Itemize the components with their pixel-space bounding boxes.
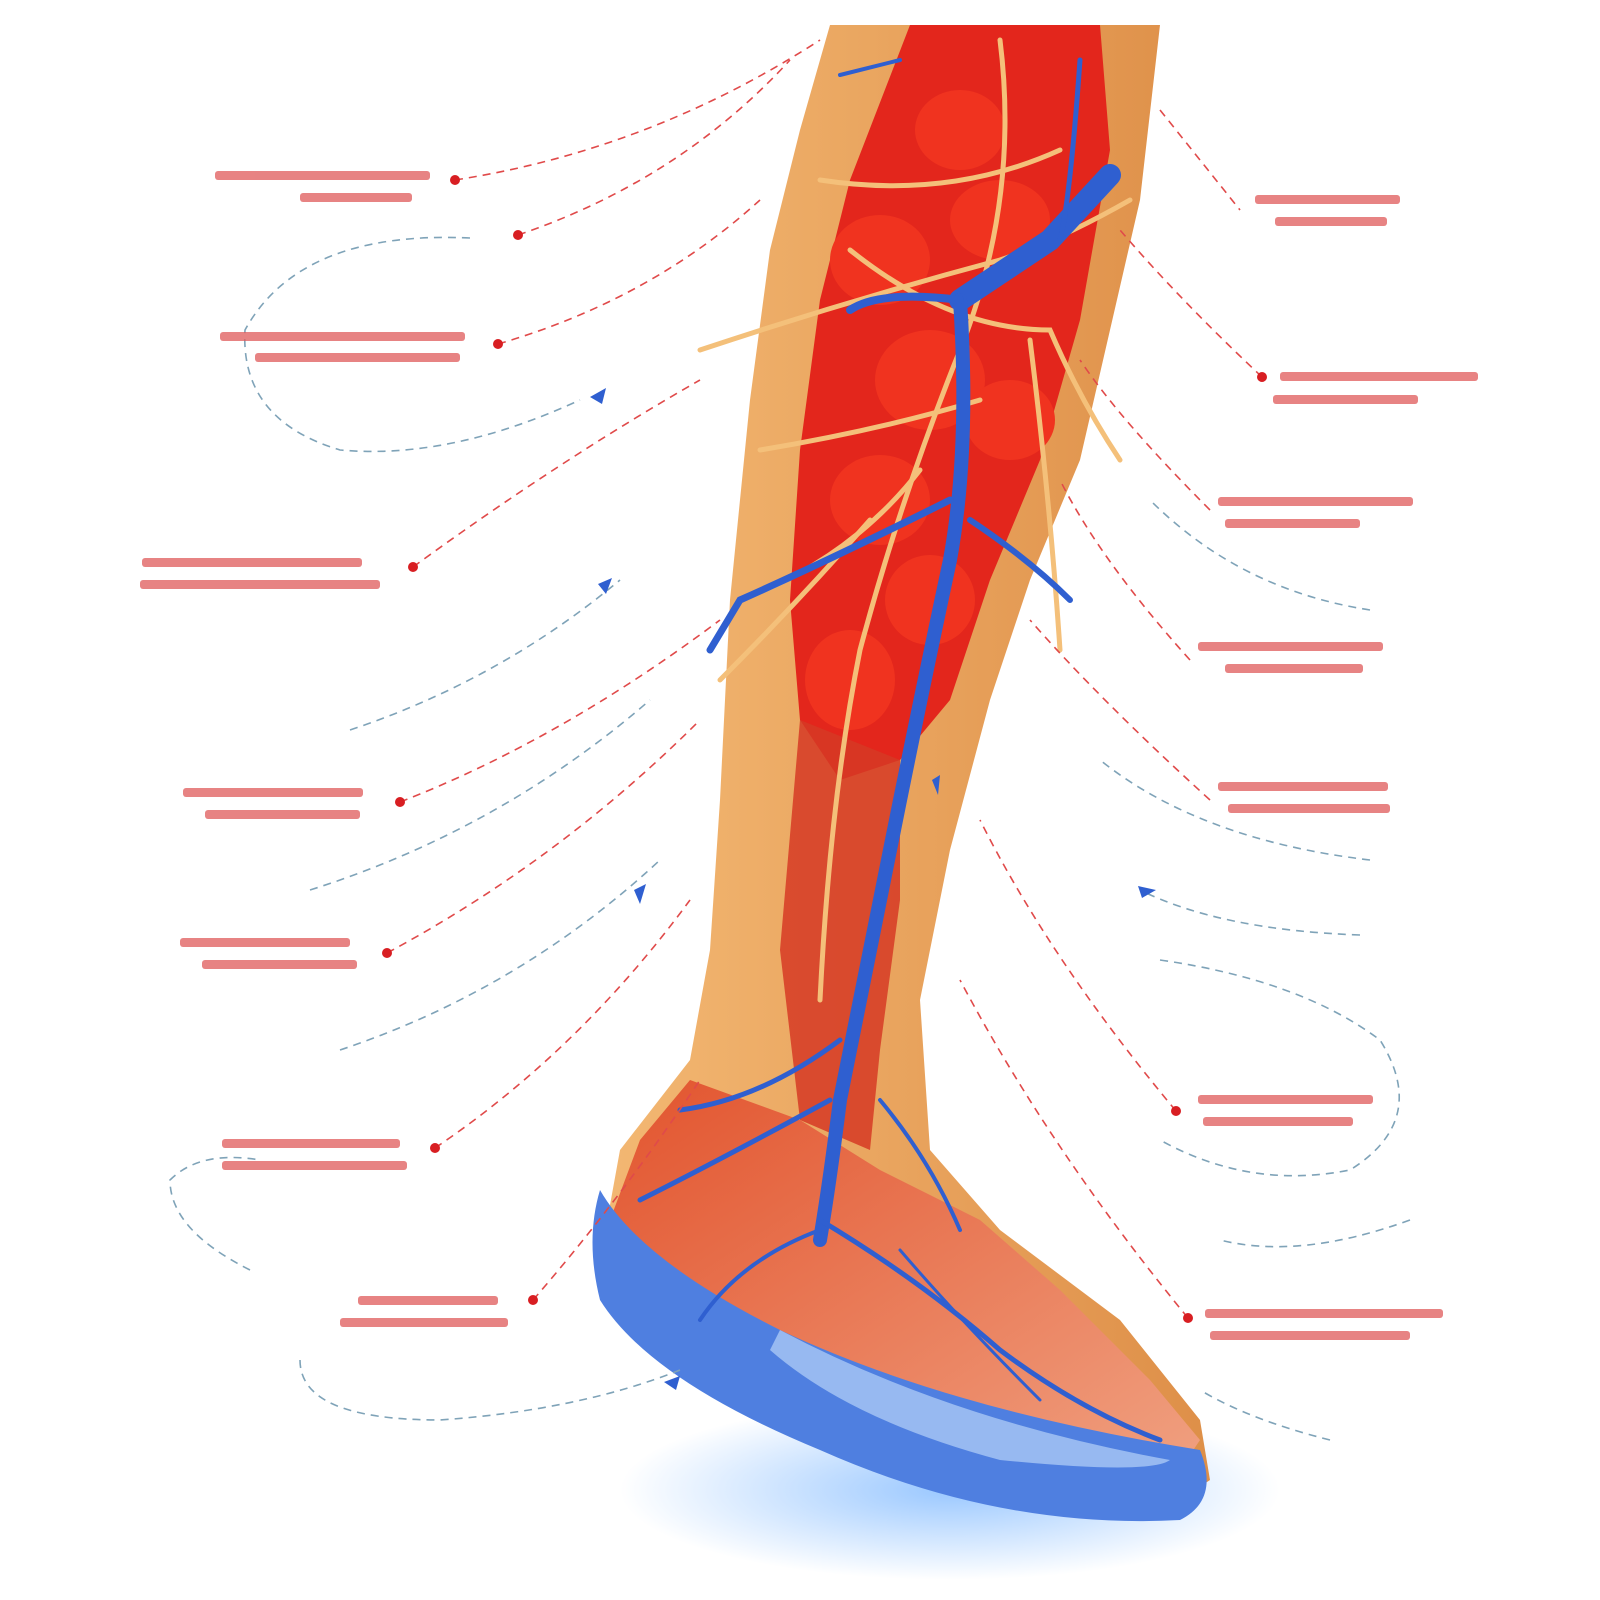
veins xyxy=(637,57,1163,1443)
sole-highlight xyxy=(770,1330,1170,1468)
arrow-markers xyxy=(590,388,1156,1390)
illegible-labels xyxy=(140,171,1478,1340)
leader-lines xyxy=(169,39,1411,1441)
label-dots xyxy=(382,175,1267,1323)
shin-muscle xyxy=(780,720,900,1150)
nerves xyxy=(697,37,1133,1003)
